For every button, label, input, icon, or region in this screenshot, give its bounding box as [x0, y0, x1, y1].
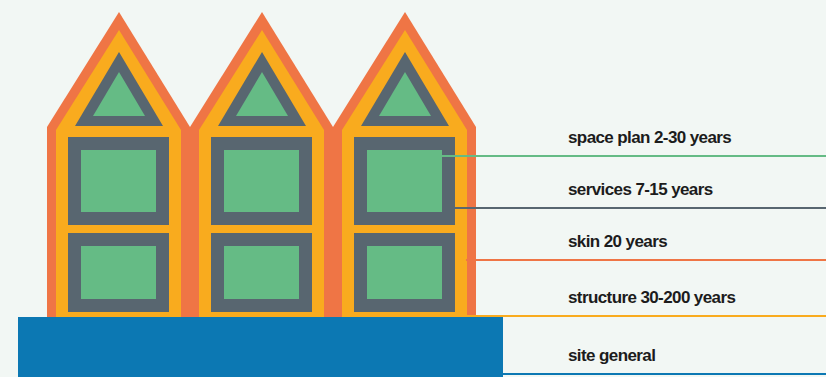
- leader-line: [500, 373, 826, 375]
- layer-label: site general: [568, 346, 655, 366]
- leader-line: [455, 207, 826, 209]
- layer-label: space plan 2-30 years: [568, 128, 731, 148]
- layer-label: skin 20 years: [568, 232, 667, 252]
- site-base: [18, 317, 503, 377]
- house: [333, 12, 476, 317]
- leader-line: [440, 155, 826, 157]
- layer-label: structure 30-200 years: [568, 288, 735, 308]
- layer-label: services 7-15 years: [568, 180, 713, 200]
- leader-line: [466, 259, 826, 261]
- leader-line: [455, 315, 826, 317]
- house: [47, 12, 190, 317]
- house: [190, 12, 333, 317]
